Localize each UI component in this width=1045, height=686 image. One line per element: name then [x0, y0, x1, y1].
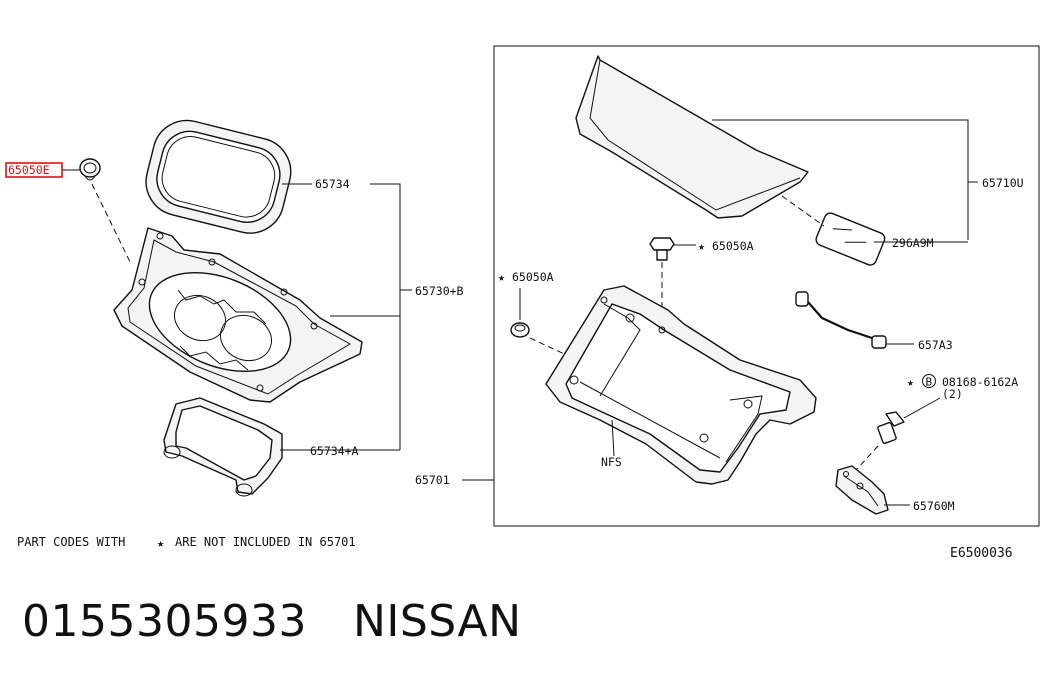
- bumper-part: [510, 322, 530, 338]
- weatherstrip-lower-part: [163, 397, 283, 497]
- insulator-panel-part: [113, 227, 363, 403]
- weatherstrip-upper-part: [145, 119, 292, 234]
- hood-panel-leader: [712, 119, 969, 240]
- highlight-box: [5, 162, 63, 178]
- cable-part: [795, 291, 887, 349]
- bolt-label: 65050A: [712, 239, 754, 253]
- footer-caption: 0155305933 NISSAN: [22, 596, 522, 647]
- emblem-part: [815, 212, 886, 266]
- group-bracket: [370, 183, 401, 450]
- note-suffix: ARE NOT INCLUDED IN 65701: [175, 535, 356, 549]
- hood-lock-label: 65760M: [913, 499, 955, 513]
- hood-frame-part: [545, 285, 817, 485]
- nfs-label: NFS: [601, 455, 622, 469]
- diagram-code: E6500036: [950, 546, 1013, 561]
- hood-lock-part: [835, 465, 889, 515]
- star-icon: ★: [498, 270, 505, 284]
- insulator-label: 65730+B: [415, 284, 464, 298]
- weatherstrip-upper-label: 65734: [315, 177, 350, 191]
- hood-assy-frame: [493, 45, 1040, 527]
- hood-panel-label: 65710U: [982, 176, 1024, 190]
- cable-label: 657A3: [918, 338, 953, 352]
- part-number: 0155305933: [22, 596, 307, 647]
- fastener-code-label: 08168-6162A: [942, 375, 1018, 389]
- fastener-marker: B: [926, 376, 933, 389]
- leader-line: [611, 419, 615, 457]
- hood-panel-part: [575, 55, 809, 219]
- brand-name: NISSAN: [352, 596, 522, 647]
- weatherstrip-lower-label: 65734+A: [310, 444, 359, 458]
- assembly-dash-line: [855, 445, 879, 471]
- highlighted-part-label: 65050E: [8, 163, 50, 177]
- star-icon: ★: [907, 375, 914, 389]
- leader-line: [903, 397, 941, 419]
- assembly-dash-line: [781, 195, 825, 227]
- bumper-label: 65050A: [512, 270, 554, 284]
- emblem-label: 296A9M: [892, 236, 934, 250]
- bolt-part: [649, 237, 675, 261]
- note-prefix: PART CODES WITH: [17, 535, 125, 549]
- hood-assy-label: 65701: [415, 473, 450, 487]
- fastener-qty-label: (2): [942, 387, 963, 401]
- circled-marker: [922, 374, 936, 388]
- grommet-part: [79, 158, 101, 181]
- assembly-dash-line: [91, 183, 131, 263]
- star-icon: ★: [698, 239, 705, 253]
- star-icon: ★: [157, 536, 164, 550]
- fastener-part: [877, 411, 905, 444]
